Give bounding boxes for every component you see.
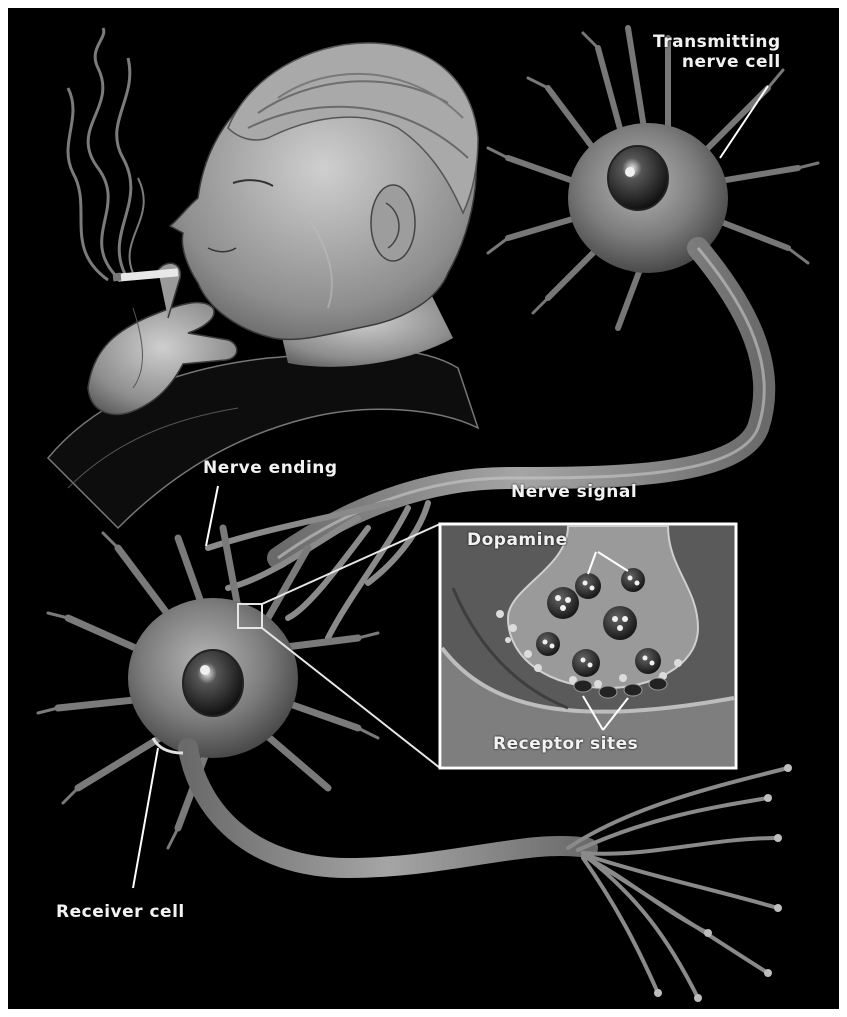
label-dopamine: Dopamine	[467, 530, 568, 550]
smoke	[68, 28, 144, 280]
label-nerve-ending: Nerve ending	[203, 458, 338, 478]
smoker-figure	[48, 43, 478, 528]
label-transmitting-nerve-cell: Transmitting nerve cell	[653, 32, 781, 72]
illustration-artwork	[8, 8, 839, 1009]
label-nerve-signal: Nerve signal	[511, 482, 637, 502]
label-transmitting-line1: Transmitting	[653, 32, 781, 52]
label-receiver-cell: Receiver cell	[56, 902, 185, 922]
illustration-frame: Transmitting nerve cell Nerve ending Ner…	[8, 8, 839, 1009]
label-transmitting-line2: nerve cell	[653, 52, 781, 72]
label-receptor-sites: Receptor sites	[493, 734, 638, 754]
synapse-inset	[440, 524, 736, 768]
